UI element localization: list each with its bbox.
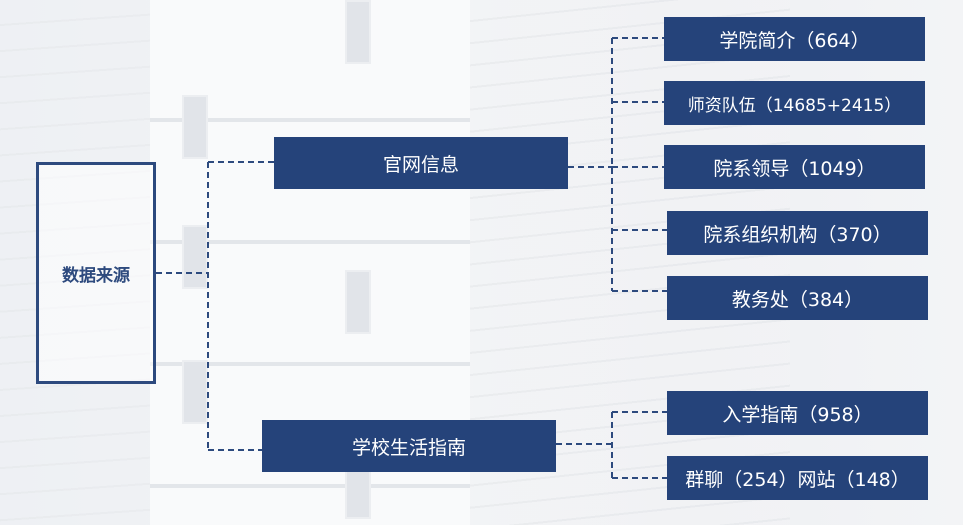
group-node-label: 官网信息 [382,153,459,176]
group-node-label: 学校生活指南 [351,436,466,459]
leaf-node-label: 教务处（384） [731,288,864,311]
leaf-node-label: 学院简介（664） [719,29,870,52]
leaf-node-admission-guide: 入学指南（958） [667,391,928,435]
leaf-node-label: 院系领导（1049） [713,157,876,180]
leaf-node-faculty: 师资队伍（14685+2415） [664,81,925,125]
leaf-node-label: 院系组织机构（370） [703,223,892,246]
leaf-node-college-intro: 学院简介（664） [664,17,925,61]
leaf-node-label: 入学指南（958） [722,403,873,426]
leaf-node-department-leaders: 院系领导（1049） [664,145,925,189]
leaf-node-label: 群聊（254）网站（148） [685,468,910,491]
leaf-node-groups-and-websites: 群聊（254）网站（148） [667,456,928,500]
root-node-label: 数据来源 [62,265,130,286]
leaf-node-label: 师资队伍（14685+2415） [687,95,902,116]
root-node-data-source: 数据来源 [36,162,156,384]
leaf-node-department-structure: 院系组织机构（370） [667,211,928,255]
group-node-official-site: 官网信息 [274,137,568,189]
group-node-campus-life-guide: 学校生活指南 [262,420,556,472]
leaf-node-academic-affairs: 教务处（384） [667,276,928,320]
